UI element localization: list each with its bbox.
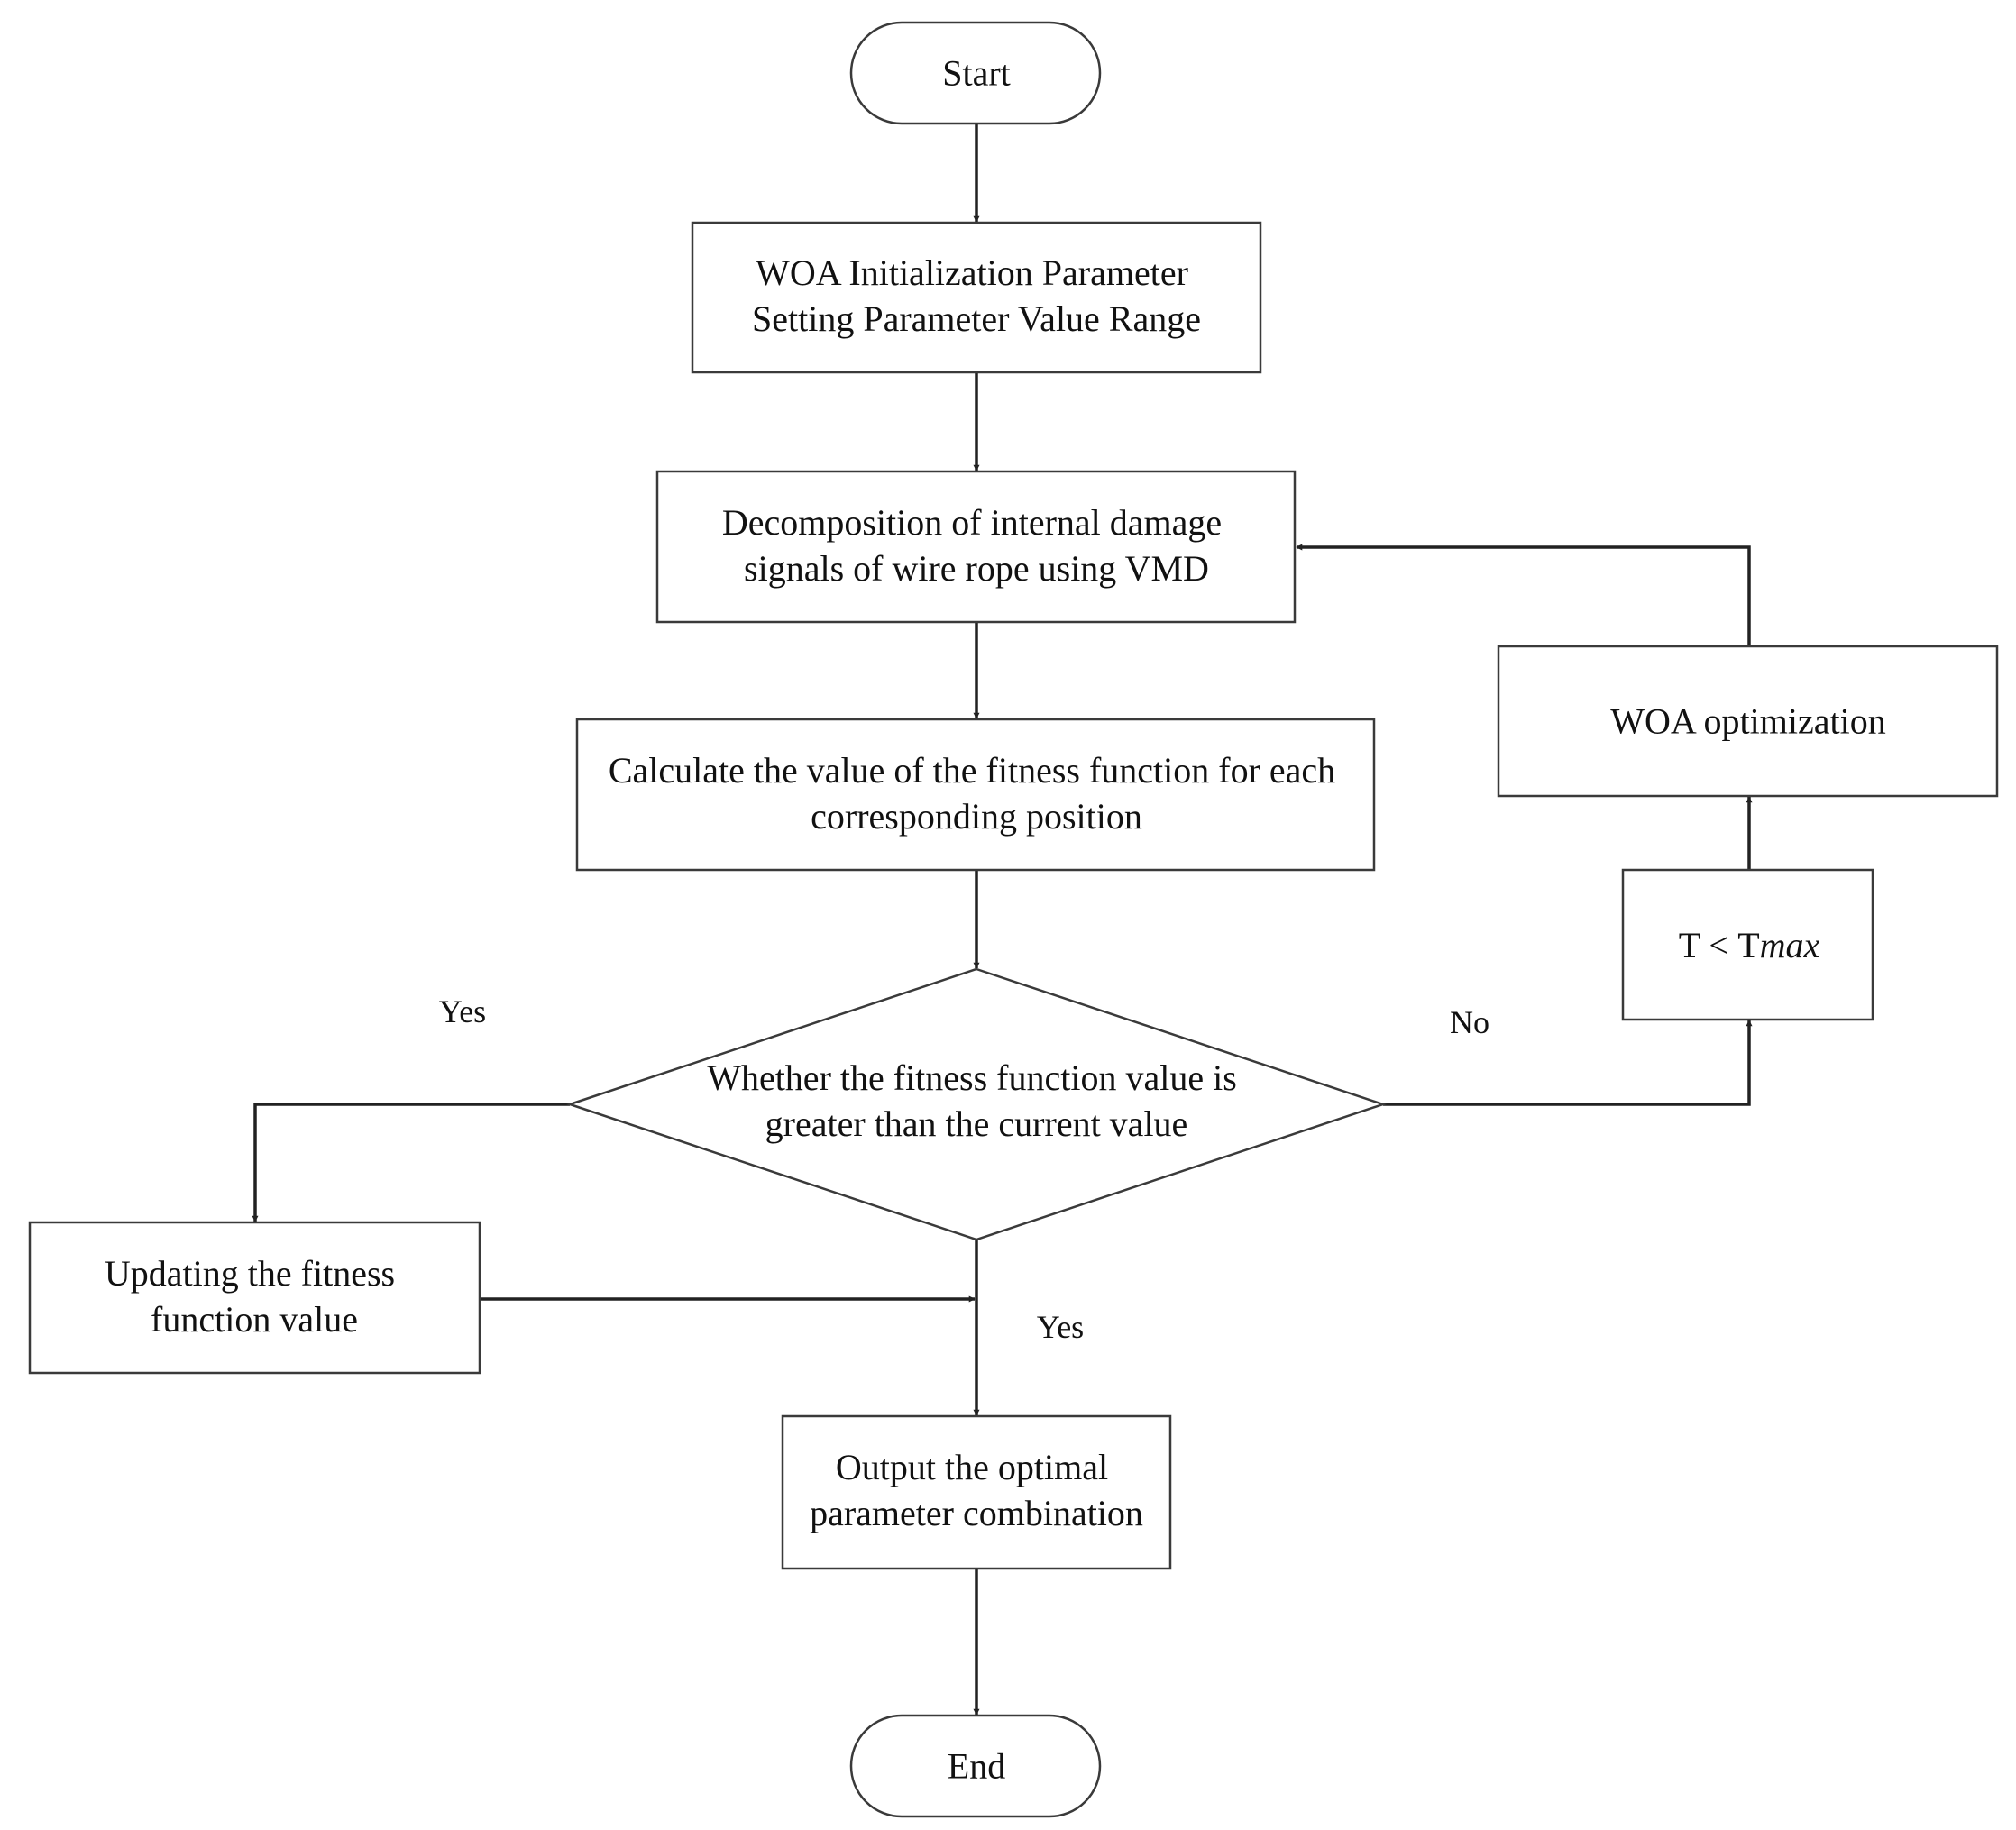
vmd-text: Decomposition of internal damage signals…: [722, 502, 1231, 589]
vmd-line-2: signals of wire rope using VMD: [744, 548, 1209, 589]
decision-line-1: Whether the fitness function value is: [707, 1057, 1237, 1098]
decision-line-2: greater than the current value: [765, 1103, 1188, 1144]
output-node: Output the optimal parameter combination: [781, 1414, 1172, 1570]
connectors: [252, 124, 1753, 1716]
woa-optimization-node: WOA optimization: [1497, 645, 1999, 798]
end-node: End: [849, 1714, 1102, 1818]
fitness-text: Calculate the value of the fitness funct…: [609, 750, 1344, 837]
decision-node: Whether the fitness function value is gr…: [566, 967, 1387, 1241]
output-line-2: parameter combination: [810, 1493, 1143, 1533]
update-node: Updating the fitness function value: [28, 1221, 481, 1375]
condition-text: T < Tmax: [1679, 925, 1820, 965]
edge-woa-to-vmd: [1296, 544, 1751, 647]
fitness-line-2: corresponding position: [811, 796, 1142, 837]
init-node: WOA Initialization Parameter Setting Par…: [691, 221, 1262, 374]
update-text: Updating the fitness function value: [105, 1253, 404, 1340]
fitness-line-1: Calculate the value of the fitness funct…: [609, 750, 1335, 791]
vmd-line-1: Decomposition of internal damage: [722, 502, 1222, 543]
decision-text: Whether the fitness function value is gr…: [707, 1057, 1246, 1144]
update-line-1: Updating the fitness: [105, 1253, 395, 1294]
edge-label-yes-down: Yes: [1037, 1309, 1084, 1345]
start-node: Start: [849, 21, 1102, 125]
woa-optimization-label: WOA optimization: [1610, 701, 1886, 742]
init-line-1: WOA Initialization Parameter: [756, 252, 1188, 293]
condition-prefix: T < T: [1679, 925, 1760, 965]
init-line-2: Setting Parameter Value Range: [752, 298, 1201, 339]
vmd-node: Decomposition of internal damage signals…: [655, 470, 1297, 624]
init-text: WOA Initialization Parameter Setting Par…: [752, 252, 1201, 339]
fitness-node: Calculate the value of the fitness funct…: [575, 718, 1376, 872]
edge-label-yes-left: Yes: [439, 993, 486, 1029]
output-line-1: Output the optimal: [836, 1447, 1108, 1487]
end-label: End: [948, 1746, 1005, 1787]
start-label: Start: [942, 53, 1011, 94]
condition-suffix: max: [1760, 925, 1820, 965]
condition-node: T < Tmax: [1621, 868, 1874, 1021]
output-text: Output the optimal parameter combination: [810, 1447, 1143, 1533]
edge-label-no: No: [1450, 1004, 1489, 1040]
edge-decision-no-to-condition: [1383, 1020, 1753, 1106]
edge-decision-yes-to-update: [252, 1103, 570, 1222]
update-line-2: function value: [151, 1299, 358, 1340]
